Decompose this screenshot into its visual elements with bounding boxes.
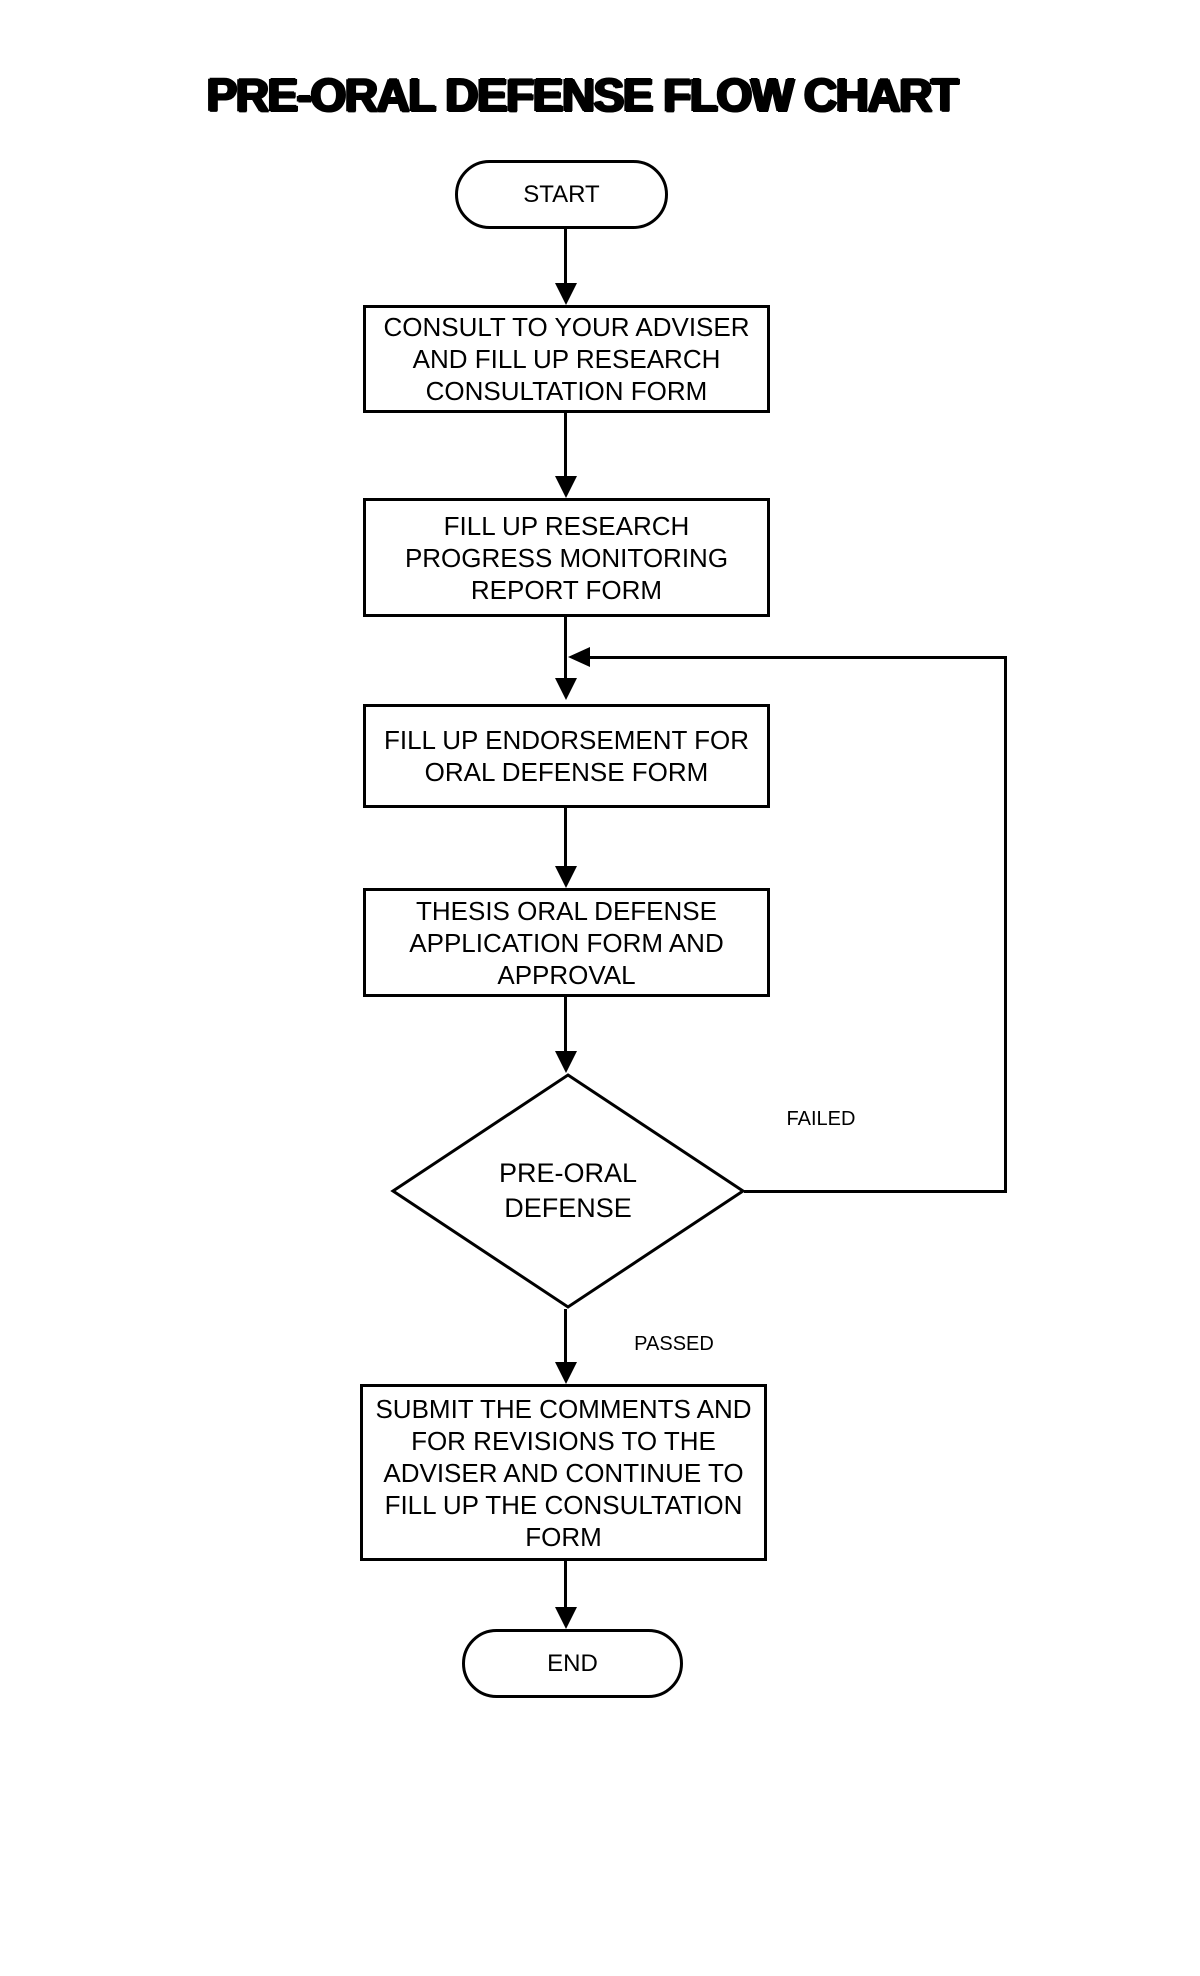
node-consult-adviser: CONSULT TO YOUR ADVISER AND FILL UP RESE…: [363, 305, 770, 413]
arrow-down-icon: [555, 283, 577, 305]
arrow-down-icon: [555, 1607, 577, 1629]
edge-submit-to-end-line: [564, 1561, 567, 1607]
edge-failed-loop-vertical-line: [1004, 656, 1007, 1193]
edge-failed-loop-bottom-line: [744, 1190, 1007, 1193]
edge-application-to-decision-line: [564, 997, 567, 1051]
node-start-label: START: [523, 180, 600, 208]
node-submit-comments-label: SUBMIT THE COMMENTS AND FOR REVISIONS TO…: [375, 1393, 752, 1552]
edge-decision-to-submit-line: [564, 1309, 567, 1362]
arrow-down-icon: [555, 866, 577, 888]
node-application-form-label: THESIS ORAL DEFENSE APPLICATION FORM AND…: [409, 895, 724, 990]
node-start: START: [455, 160, 668, 229]
decision-diamond-icon: [390, 1073, 746, 1309]
node-progress-report-label: FILL UP RESEARCH PROGRESS MONITORING REP…: [404, 510, 729, 605]
node-pre-oral-defense-decision: PRE-ORAL DEFENSE: [390, 1073, 746, 1309]
edge-endorsement-to-application-line: [564, 808, 567, 866]
edge-failed-loop-top-line: [590, 656, 1007, 659]
node-submit-comments: SUBMIT THE COMMENTS AND FOR REVISIONS TO…: [360, 1384, 767, 1561]
arrow-down-icon: [555, 1362, 577, 1384]
node-end-label: END: [547, 1649, 598, 1677]
node-progress-report: FILL UP RESEARCH PROGRESS MONITORING REP…: [363, 498, 770, 617]
arrow-left-icon: [568, 647, 590, 667]
node-consult-adviser-label: CONSULT TO YOUR ADVISER AND FILL UP RESE…: [383, 312, 750, 406]
edge-label-passed: PASSED: [634, 1333, 714, 1355]
edge-progress-to-endorsement-line: [564, 617, 567, 679]
arrow-down-icon: [555, 476, 577, 498]
node-pre-oral-defense-label: PRE-ORAL DEFENSE: [498, 1158, 638, 1223]
arrow-down-icon: [555, 678, 577, 700]
edge-consult-to-progress-line: [564, 413, 567, 477]
chart-title: PRE-ORAL DEFENSE FLOW CHART: [206, 69, 959, 121]
node-application-form: THESIS ORAL DEFENSE APPLICATION FORM AND…: [363, 888, 770, 997]
edge-start-to-consult-line: [564, 229, 567, 285]
node-endorsement-form-label: FILL UP ENDORSEMENT FOR ORAL DEFENSE FOR…: [383, 725, 750, 787]
node-endorsement-form: FILL UP ENDORSEMENT FOR ORAL DEFENSE FOR…: [363, 704, 770, 808]
arrow-down-icon: [555, 1051, 577, 1073]
edge-label-failed: FAILED: [786, 1108, 856, 1130]
node-end: END: [462, 1629, 683, 1698]
